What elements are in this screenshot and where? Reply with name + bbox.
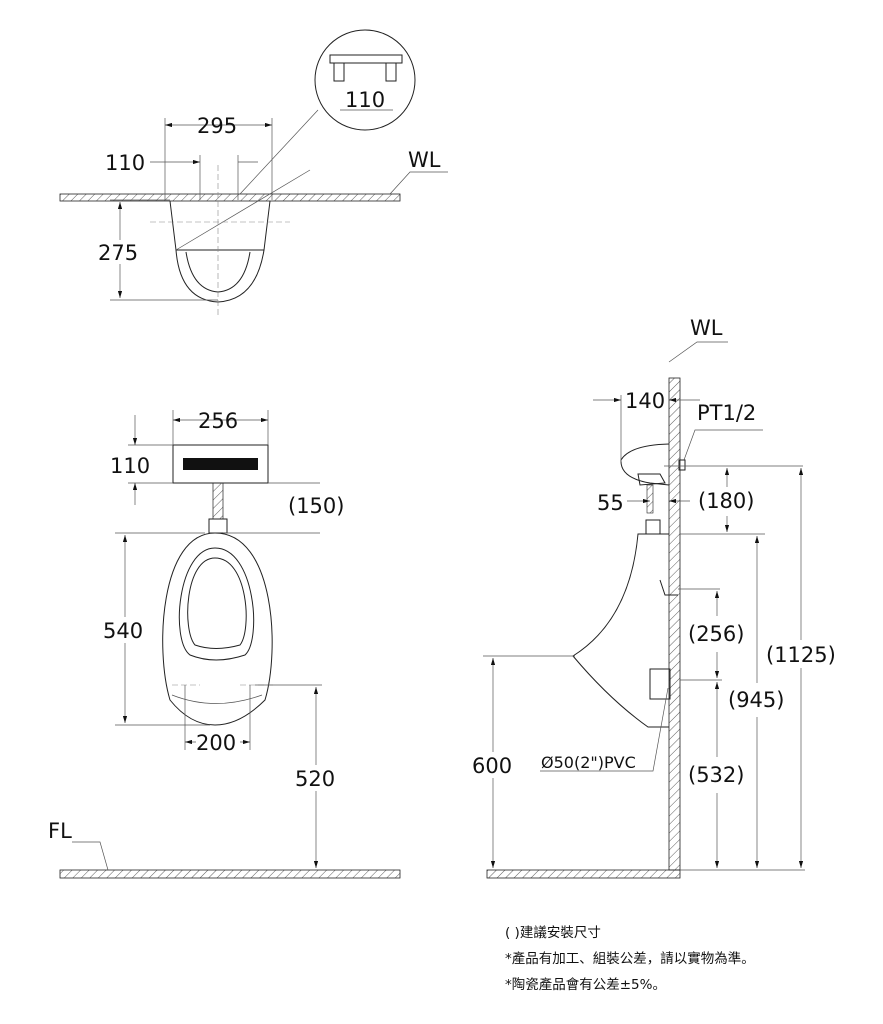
pipe-label: PT1/2: [697, 401, 756, 425]
dim-gap: (150): [288, 494, 344, 518]
dim-bowl-height: 540: [103, 619, 143, 643]
dim-front-holes: 200: [196, 731, 236, 755]
unit-plan: [169, 200, 271, 251]
detail-circle: [314, 29, 416, 131]
dim-top: (945): [728, 688, 784, 712]
floor-label: FL: [48, 819, 72, 843]
side-floor: [486, 869, 681, 879]
note-tolerance: *產品有加工、組裝公差，請以實物為準。: [505, 950, 755, 967]
bowl-outline: [162, 532, 273, 726]
dim-sensor-height: 110: [110, 454, 150, 478]
dim-bracket-spacing: (256): [688, 622, 744, 646]
wall-hatch: [59, 193, 401, 202]
dim-depth: 275: [98, 241, 138, 265]
front-view: 256 110 (150) 540 200 520 FL: [48, 409, 401, 879]
dim-rim: 600: [472, 754, 512, 778]
side-view: WL 140 PT1/2 55 (180) (256) (532) (945) …: [472, 316, 836, 879]
dim-width: 295: [197, 114, 237, 138]
dim-sensor-width: 256: [198, 409, 238, 433]
note-ceramic: *陶瓷產品會有公差±5%。: [505, 976, 666, 993]
dim-projection: 140: [625, 389, 665, 413]
urinal-side: [572, 533, 669, 728]
dim-pipe-offset: 55: [597, 491, 624, 515]
wall-label: WL: [408, 148, 441, 172]
side-wall-label: WL: [690, 316, 723, 340]
notes: ( )建議安裝尺寸 *產品有加工、組裝公差，請以實物為準。 *陶瓷產品會有公差±…: [505, 924, 755, 993]
drain-label: Ø50(2")PVC: [541, 753, 636, 772]
detail-dim: 110: [345, 88, 385, 112]
dim-hole-height: 520: [295, 767, 335, 791]
side-wall: [668, 377, 681, 871]
top-view: 295 110 275 WL 110: [59, 29, 448, 318]
note-recommended: ( )建議安裝尺寸: [505, 924, 601, 941]
sensor-side: [620, 443, 670, 486]
dim-holes: 110: [105, 151, 145, 175]
dim-supply-gap: (180): [698, 489, 754, 513]
dim-bracket: (532): [688, 763, 744, 787]
dim-total: (1125): [766, 643, 836, 667]
floor-hatch: [59, 869, 401, 879]
